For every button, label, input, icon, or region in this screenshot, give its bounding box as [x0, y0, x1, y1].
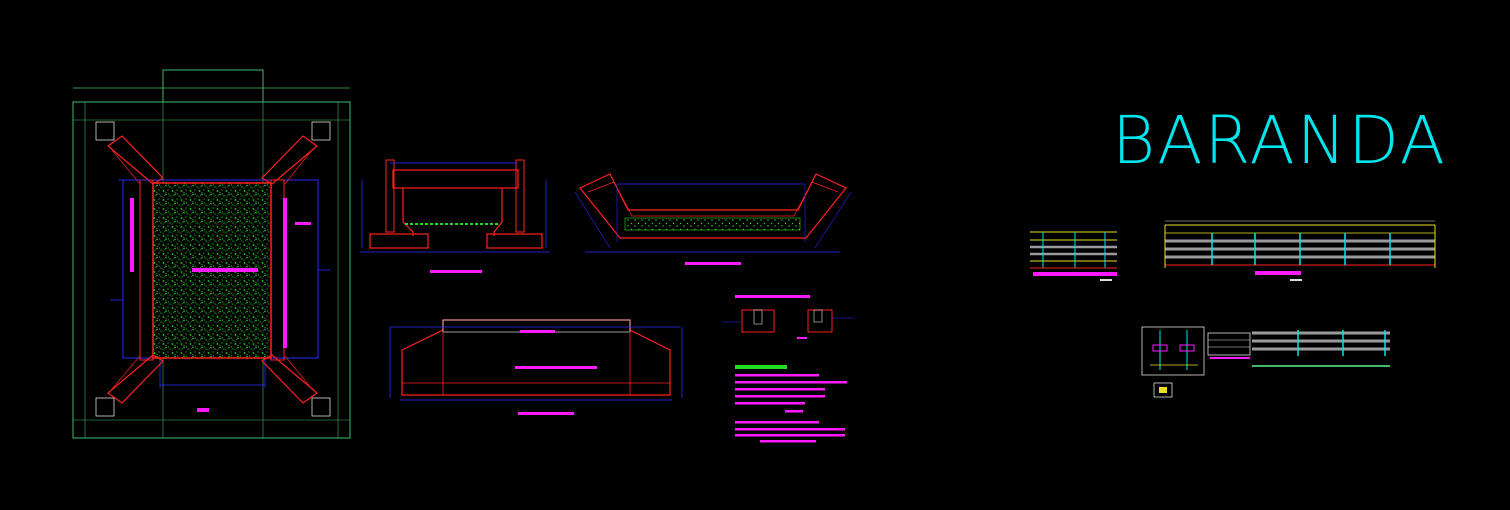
railing-elevation-long — [1164, 220, 1436, 281]
plan-view — [72, 69, 351, 439]
detail-and-notes — [722, 295, 855, 443]
railing-elevation-small — [1030, 231, 1117, 281]
section-view-1 — [360, 159, 550, 273]
drawing-title: BARANDA — [1112, 102, 1447, 179]
railing-detail — [1141, 326, 1390, 398]
elevation-view — [389, 319, 683, 415]
section-view-2 — [574, 173, 852, 265]
